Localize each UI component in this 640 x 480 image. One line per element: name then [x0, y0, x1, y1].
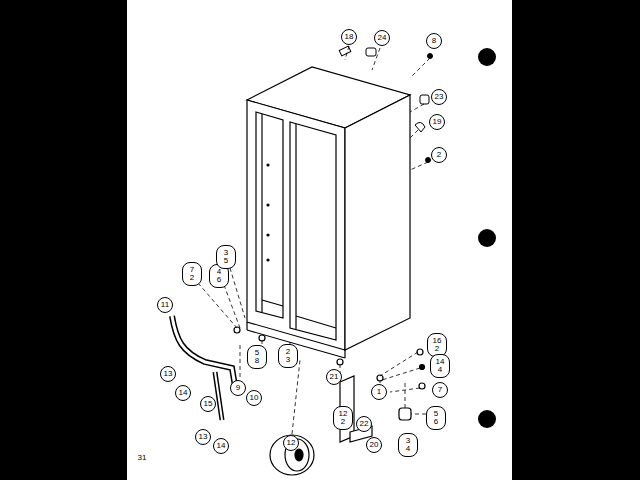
callout-number: 1	[371, 384, 387, 400]
callout-number: 3 4	[398, 433, 418, 457]
callout-number: 13	[195, 429, 211, 445]
callout-number: 14 4	[430, 354, 450, 378]
callout-number: 3 5	[216, 245, 236, 269]
callout-number: 21	[326, 369, 342, 385]
callout-number: 7 2	[182, 262, 202, 286]
callout-number: 9	[230, 380, 246, 396]
cabinet	[247, 67, 410, 358]
callout-number: 11	[157, 297, 173, 313]
callout-number: 23	[431, 89, 447, 105]
leader-lines	[198, 46, 430, 434]
callout-number: 18	[341, 29, 357, 45]
callout-number: 15	[200, 396, 216, 412]
callout-number: 20	[366, 437, 382, 453]
callout-number: 8	[426, 33, 442, 49]
callout-number: 19	[429, 114, 445, 130]
callout-number: 31	[136, 454, 148, 462]
callout-number: 5 8	[247, 345, 267, 369]
callout-number: 12 2	[333, 406, 353, 430]
callout-number: 14	[213, 438, 229, 454]
callout-number: 12	[283, 435, 299, 451]
callout-number: 22	[356, 416, 372, 432]
callout-number: 5 6	[426, 406, 446, 430]
callout-number: 2	[431, 147, 447, 163]
callout-number: 7	[432, 382, 448, 398]
callout-number: 14	[175, 385, 191, 401]
callout-number: 24	[374, 30, 390, 46]
base-parts	[234, 327, 425, 475]
fittings	[339, 46, 432, 162]
callout-number: 2 3	[278, 344, 298, 368]
tube-assembly	[172, 316, 236, 420]
callout-number: 13	[160, 366, 176, 382]
binder-holes	[478, 48, 496, 428]
callout-number: 10	[246, 390, 262, 406]
